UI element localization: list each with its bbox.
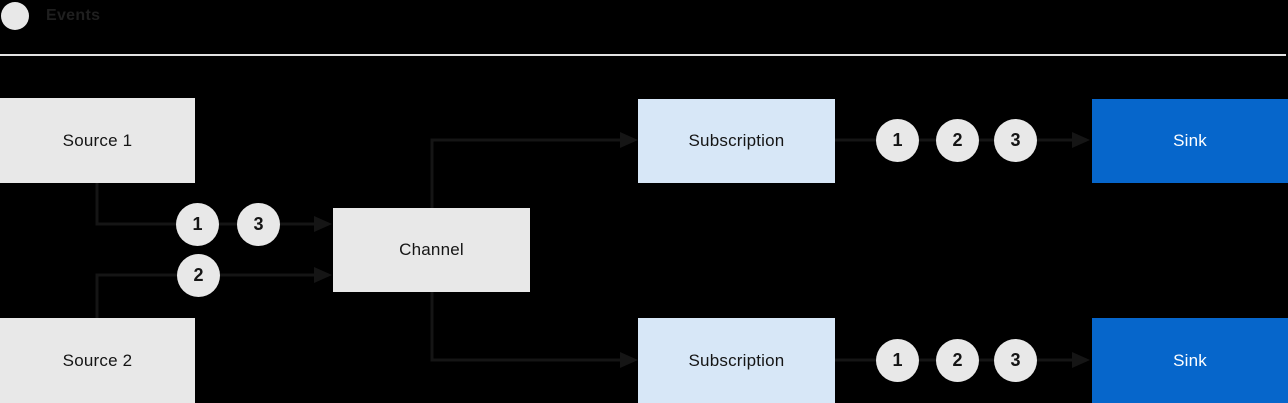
event-marker-top-1: 1: [876, 119, 919, 162]
legend-divider: [0, 54, 1286, 56]
arrowhead-subscription-bottom-in: [620, 352, 638, 368]
event-marker-3: 3: [237, 203, 280, 246]
arrowhead-sink-bottom-in: [1072, 352, 1090, 368]
event-marker-2: 2: [177, 254, 220, 297]
event-marker-bottom-3: 3: [994, 339, 1037, 382]
node-channel: Channel: [333, 208, 530, 292]
connector-channel-subscription-top: [430, 138, 622, 208]
node-subscription-bottom: Subscription: [638, 318, 835, 403]
arrowhead-subscription-top-in: [620, 132, 638, 148]
arrowhead-channel-top-in: [314, 216, 332, 232]
legend: Events: [1, 2, 100, 30]
event-marker-top-3: 3: [994, 119, 1037, 162]
node-subscription-top: Subscription: [638, 99, 835, 183]
node-source-2: Source 2: [0, 318, 195, 403]
connector-source2-channel: [95, 273, 316, 318]
event-marker-1: 1: [176, 203, 219, 246]
event-marker-bottom-2: 2: [936, 339, 979, 382]
event-circle-icon: [1, 2, 29, 30]
event-marker-top-2: 2: [936, 119, 979, 162]
legend-label: Events: [46, 7, 101, 24]
node-source-1: Source 1: [0, 98, 195, 183]
arrowhead-sink-top-in: [1072, 132, 1090, 148]
node-sink-bottom: Sink: [1092, 318, 1288, 403]
arrowhead-channel-bottom-in: [314, 267, 332, 283]
connector-channel-subscription-bottom: [430, 292, 622, 362]
node-sink-top: Sink: [1092, 99, 1288, 183]
event-marker-bottom-1: 1: [876, 339, 919, 382]
